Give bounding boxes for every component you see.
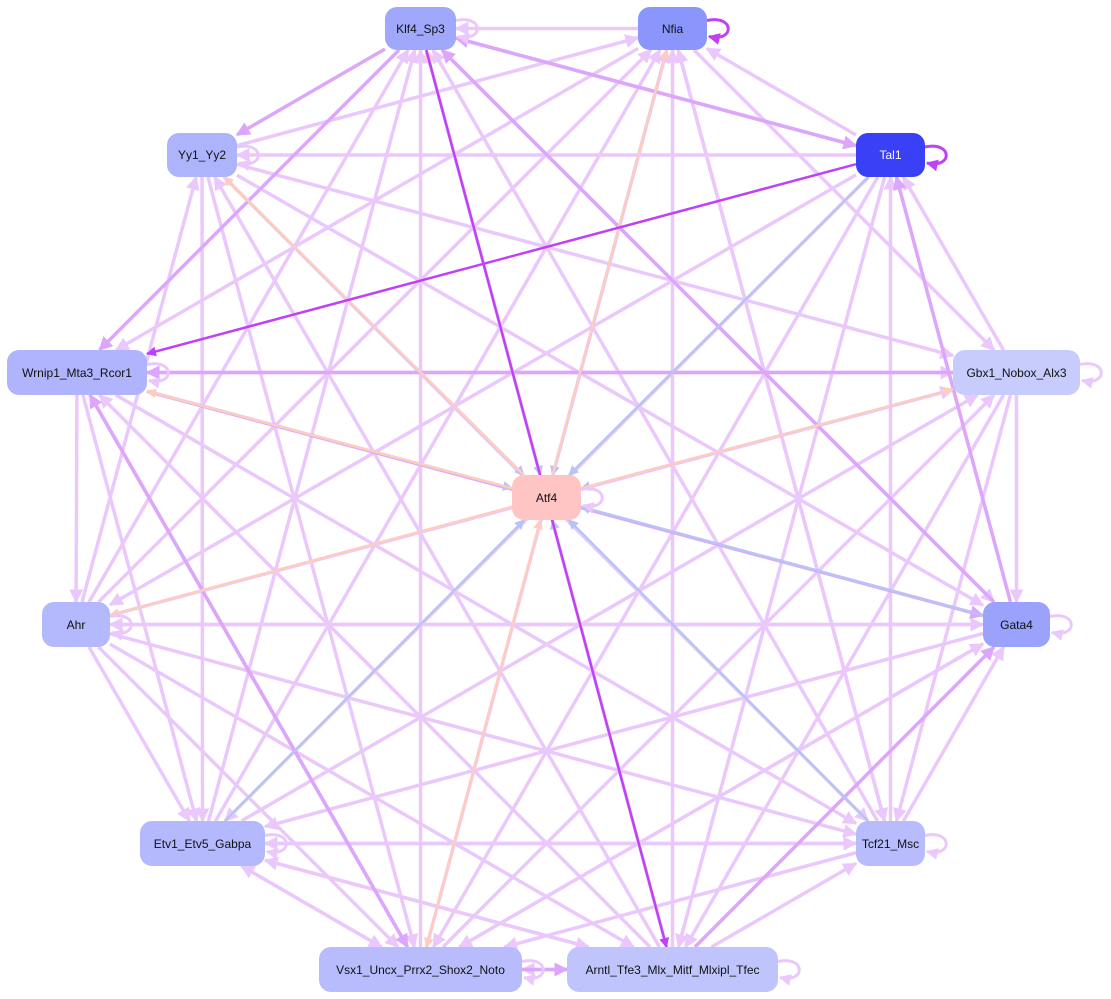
edge-tal1-to-nfia xyxy=(705,47,857,137)
edge-gbx1-to-tal1 xyxy=(901,175,1005,351)
self-loop-vsx1 xyxy=(521,959,545,986)
self-loop-gbx1 xyxy=(1079,362,1103,389)
self-loop-gata4 xyxy=(1049,614,1073,641)
edge-tal1-to-vsx1 xyxy=(431,176,880,949)
edge-atf4-to-gbx1 xyxy=(580,386,954,490)
node-label: Yy1_Yy2 xyxy=(177,148,227,162)
node-label: Wrnip1_Mta3_Rcor1 xyxy=(22,365,132,380)
self-loop-tal1 xyxy=(924,144,948,172)
node-vsx1-uncx-prrx2-shox2-noto[interactable]: Vsx1_Uncx_Prrx2_Shox2_Noto xyxy=(319,947,522,992)
edge-arntl-to-etv1 xyxy=(263,856,590,949)
edge-etv1-to-vsx1 xyxy=(240,864,383,949)
edge-wrnip1-to-tcf21 xyxy=(114,393,858,826)
edge-tcf21-to-vsx1 xyxy=(503,851,857,951)
edge-arntl-to-yy1 xyxy=(213,175,662,948)
self-loop-nfia xyxy=(706,18,730,45)
node-nfia[interactable]: Nfia xyxy=(638,7,707,50)
edge-yy1-to-gbx1 xyxy=(236,162,955,360)
edge-nfia-to-wrnip1 xyxy=(114,46,639,352)
node-gbx1-nobox-alx3[interactable]: Gbx1_Nobox_Alx3 xyxy=(953,350,1080,395)
edge-vsx1-to-gata4 xyxy=(458,642,985,949)
edge-tcf21-to-klf4 xyxy=(431,48,880,822)
node-gata4[interactable]: Gata4 xyxy=(983,602,1050,647)
edge-tal1-to-atf4 xyxy=(568,176,870,476)
edge-atf4-to-ahr xyxy=(109,505,513,618)
edge-vsx1-to-wrnip1 xyxy=(88,393,410,948)
node-label: Gata4 xyxy=(1000,617,1033,632)
node-klf4-sp3[interactable]: Klf4_Sp3 xyxy=(385,7,456,50)
edge-klf4-to-wrnip1 xyxy=(98,48,401,352)
edge-etv1-to-atf4 xyxy=(223,519,526,822)
node-label: Tcf21_Msc xyxy=(861,836,920,851)
node-arntl-tfe3-mlx-mitf-mlxipl-tfec[interactable]: Arntl_Tfe3_Mlx_Mitf_Mlxipl_Tfec xyxy=(567,947,778,992)
edge-atf4-to-wrnip1 xyxy=(146,388,513,490)
edge-tal1-to-ahr xyxy=(108,173,857,607)
node-label: Tal1 xyxy=(879,148,902,162)
node-label: Klf4_Sp3 xyxy=(396,21,445,36)
edge-etv1-to-gbx1 xyxy=(240,393,979,823)
self-loop-wrnip1 xyxy=(146,362,170,389)
self-loop-etv1 xyxy=(264,833,288,860)
edge-etv1-to-nfia xyxy=(213,48,662,822)
edge-atf4-to-vsx1 xyxy=(423,519,542,948)
self-loop-yy1 xyxy=(236,144,260,172)
edge-tal1-to-wrnip1 xyxy=(146,163,857,357)
edge-ahr-to-etv1 xyxy=(87,646,192,823)
node-tal1[interactable]: Tal1 xyxy=(856,133,925,177)
edge-wrnip1-to-ahr xyxy=(69,394,84,604)
node-label: Nfia xyxy=(661,21,684,36)
node-yy1-yy2[interactable]: Yy1_Yy2 xyxy=(167,133,237,177)
node-label: Ahr xyxy=(66,617,86,632)
node-tcf21-msc[interactable]: Tcf21_Msc xyxy=(856,821,925,866)
edge-arntl-to-tcf21 xyxy=(710,861,858,949)
edge-atf4-to-nfia xyxy=(551,49,670,476)
node-atf4[interactable]: Atf4 xyxy=(512,475,581,520)
node-wrnip1-mta3-rcor1[interactable]: Wrnip1_Mta3_Rcor1 xyxy=(7,350,147,395)
edge-gata4-to-atf4 xyxy=(580,504,984,617)
node-label: Etv1_Etv5_Gabpa xyxy=(153,836,252,851)
self-loop-ahr xyxy=(109,614,133,641)
edge-tcf21-to-gata4 xyxy=(901,645,1006,822)
edge-yy1-to-gata4 xyxy=(236,173,985,607)
edge-gata4-to-etv1 xyxy=(263,631,984,831)
node-etv1-etv5-gabpa[interactable]: Etv1_Etv5_Gabpa xyxy=(140,821,265,866)
self-loop-klf4 xyxy=(455,18,479,45)
node-ahr[interactable]: Ahr xyxy=(42,602,110,647)
node-label: Gbx1_Nobox_Alx3 xyxy=(966,365,1067,380)
node-label: Vsx1_Uncx_Prrx2_Shox2_Noto xyxy=(336,962,505,977)
self-loop-arntl xyxy=(777,959,801,986)
self-loop-tcf21 xyxy=(924,833,948,860)
node-label: Arntl_Tfe3_Mlx_Mitf_Mlxipl_Tfec xyxy=(585,962,760,977)
edge-atf4-to-yy1 xyxy=(223,176,525,476)
self-loop-atf4 xyxy=(580,487,604,514)
edge-klf4-to-yy1 xyxy=(235,47,386,137)
node-label: Atf4 xyxy=(535,490,558,505)
edge-tcf21-to-atf4 xyxy=(567,519,870,822)
